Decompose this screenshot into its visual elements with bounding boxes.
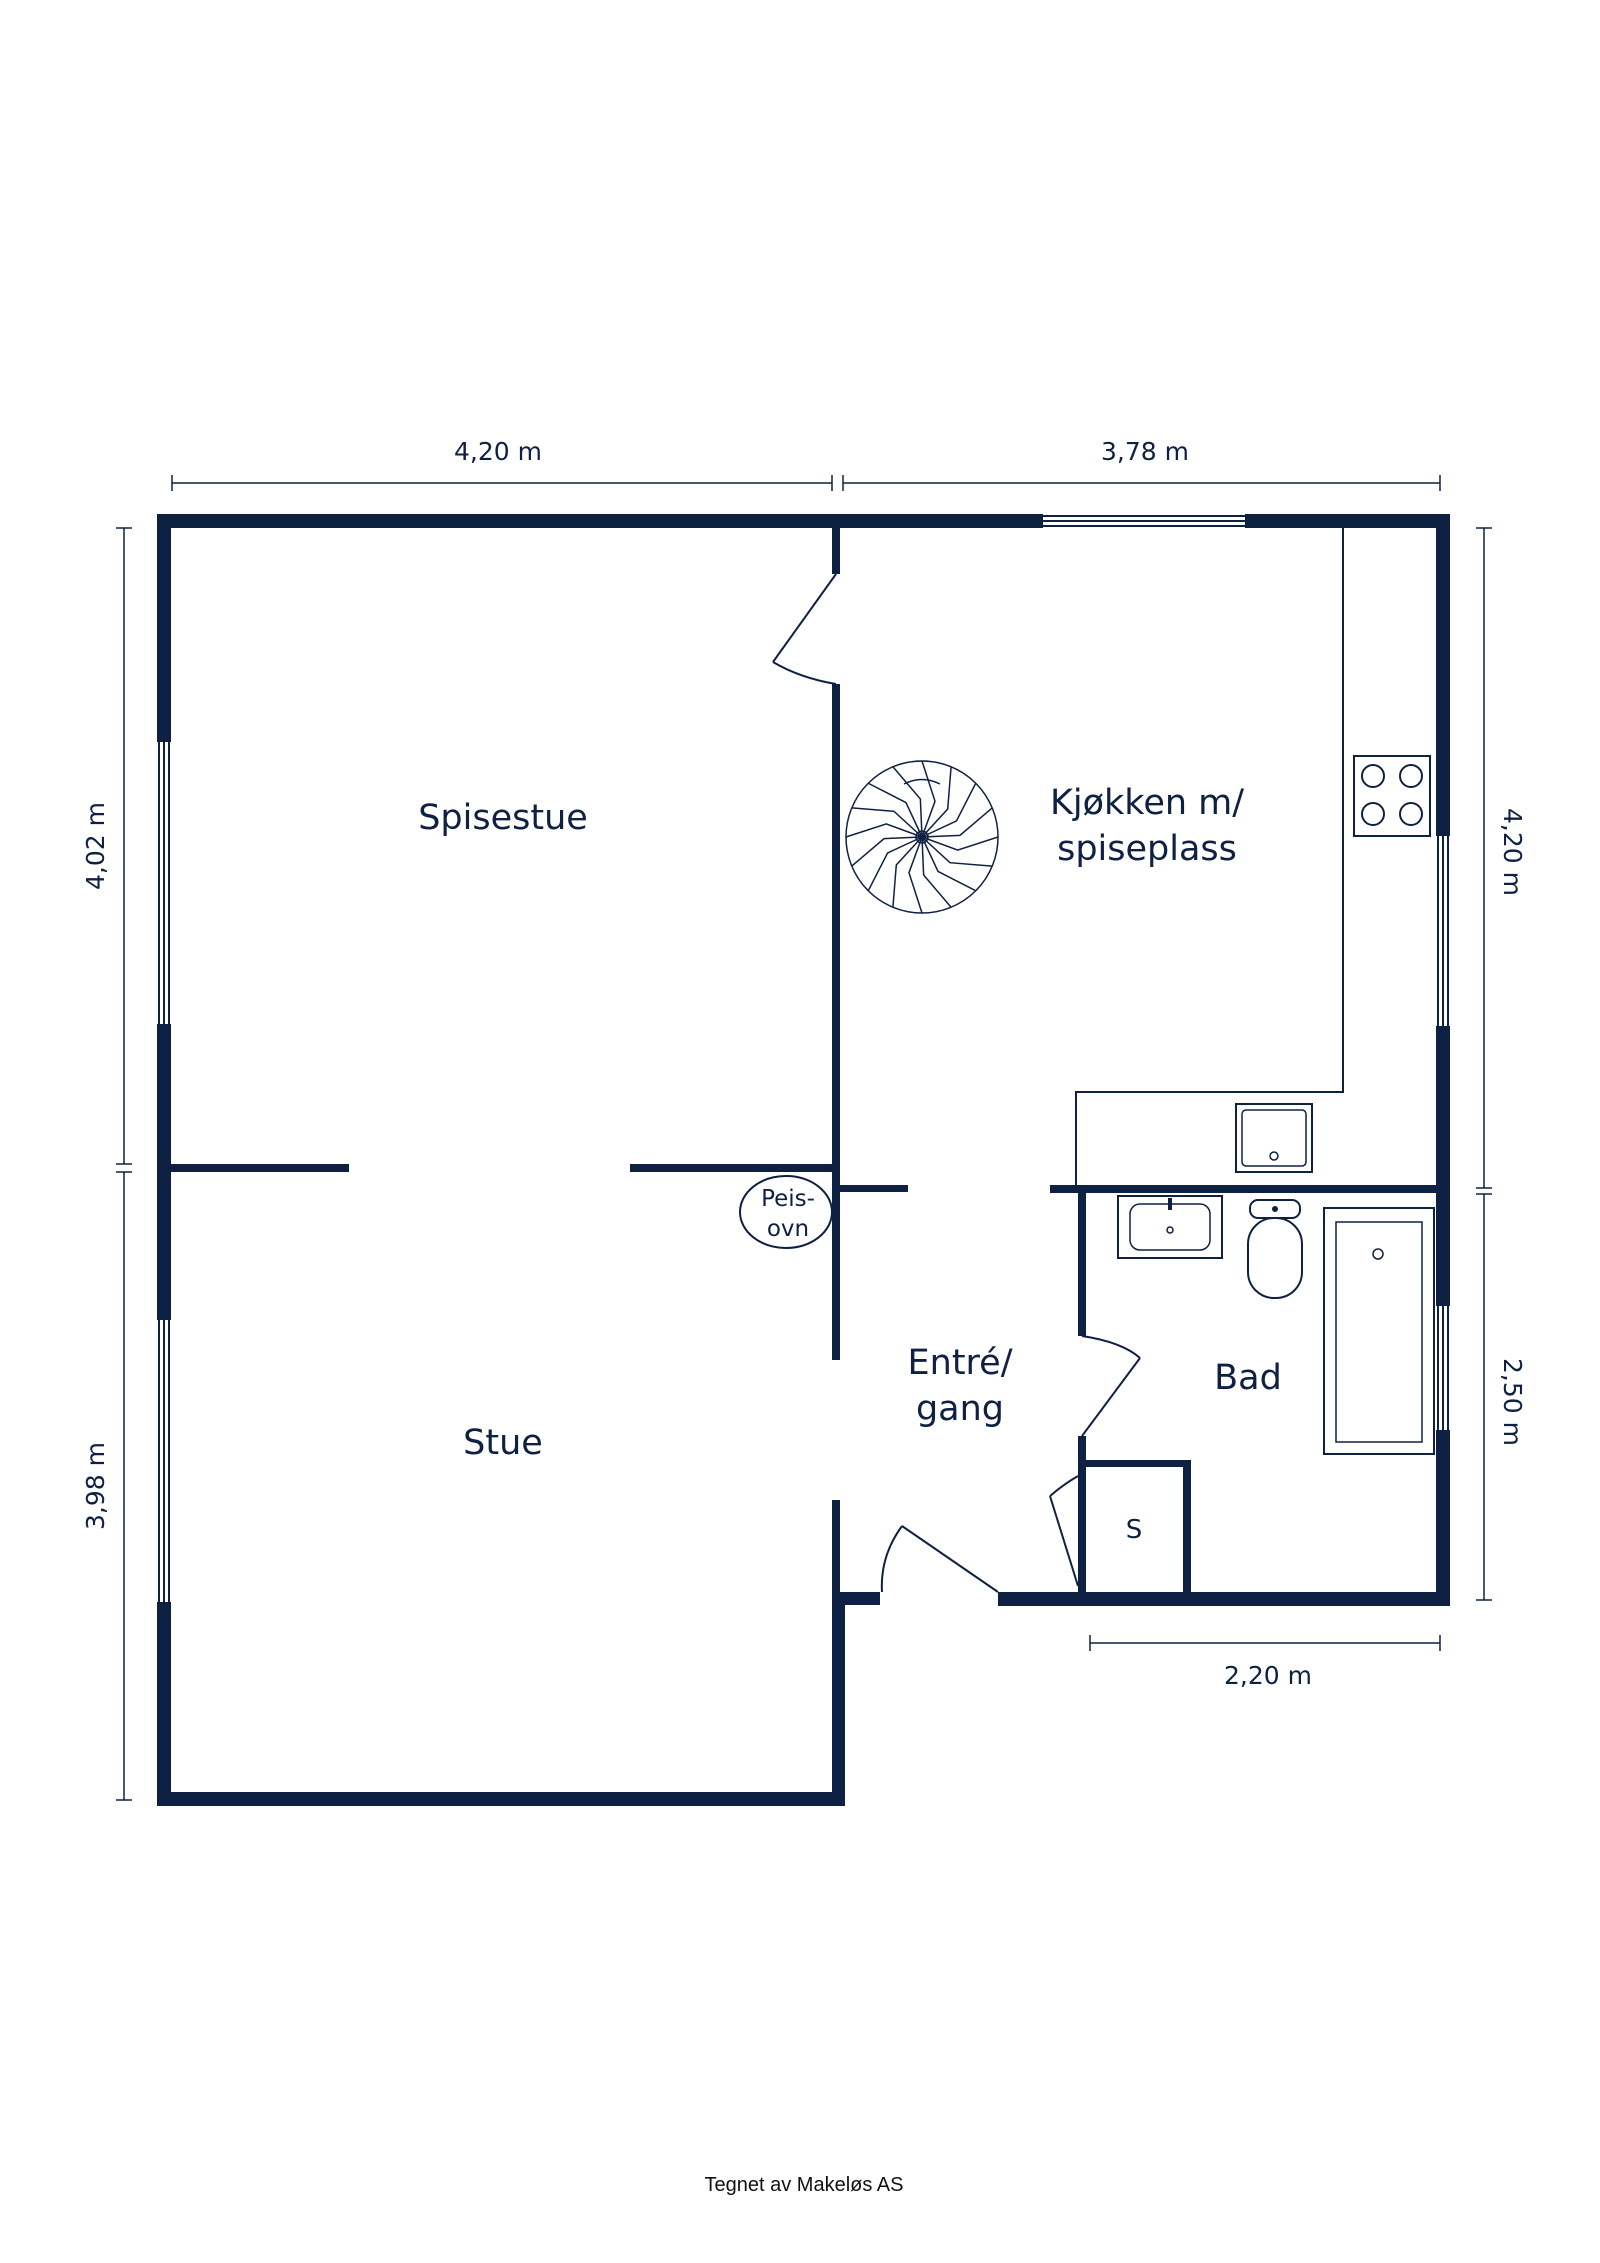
stair-tread: [921, 836, 952, 908]
bathroom-sink: [1117, 1195, 1223, 1259]
dimension-right-lower: 2,50 m: [1498, 1358, 1527, 1446]
stair-tread: [851, 807, 923, 838]
dimension-top-right: 3,78 m: [1101, 437, 1189, 466]
toilet: [1247, 1199, 1303, 1299]
stair-tread: [921, 760, 936, 838]
dimension-top-left: 4,20 m: [454, 437, 542, 466]
room-label-entre-line2: gang: [916, 1389, 1004, 1429]
room-label-bod: S: [1126, 1515, 1143, 1545]
peisovn-label-line1: Peis-: [761, 1186, 815, 1212]
stair-tread: [845, 823, 923, 838]
kitchen-sink: [1235, 1103, 1313, 1173]
cooktop: [1353, 755, 1431, 837]
interior-walls: [171, 528, 1436, 1592]
stair-tread: [867, 836, 923, 892]
room-label-bad: Bad: [1214, 1358, 1282, 1398]
windows: [156, 513, 1451, 1602]
stair-tread: [921, 836, 993, 867]
room-label-kjokken-line1: Kjøkken m/: [1050, 783, 1244, 823]
dimension-bottom: 2,20 m: [1224, 1661, 1312, 1690]
stair-tread: [921, 836, 999, 851]
outer-walls: [157, 514, 1450, 1806]
bathtub: [1323, 1207, 1435, 1455]
stair-tread: [921, 807, 993, 838]
stair-tread: [892, 766, 923, 838]
room-label-entre-line1: Entré/: [908, 1343, 1013, 1383]
dimension-left-upper: 4,02 m: [81, 802, 110, 890]
stair-tread: [867, 782, 923, 838]
room-label-kjokken-line2: spiseplass: [1057, 829, 1237, 869]
footer-credit: Tegnet av Makeløs AS: [705, 2174, 904, 2196]
stair-tread: [921, 782, 977, 838]
dimension-left-lower: 3,98 m: [81, 1442, 110, 1530]
dimension-lines: [116, 475, 1492, 1801]
spiral-stair: [845, 760, 999, 914]
dimension-right-upper: 4,20 m: [1498, 808, 1527, 896]
wood-stove: [739, 1175, 833, 1249]
stair-tread: [921, 836, 977, 892]
stair-tread: [908, 836, 923, 914]
doors: [772, 573, 1141, 1593]
room-label-stue: Stue: [463, 1423, 543, 1463]
room-label-spisestue: Spisestue: [418, 798, 588, 838]
stair-tread: [851, 836, 923, 867]
peisovn-label-line2: ovn: [767, 1216, 809, 1242]
stair-tread: [892, 836, 923, 908]
stair-tread: [921, 766, 952, 838]
